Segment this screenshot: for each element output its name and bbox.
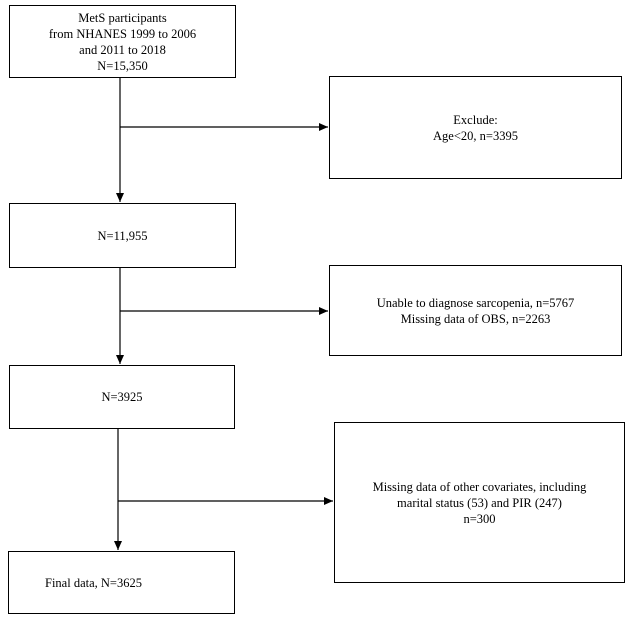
step3-line-1: N=3925 xyxy=(101,390,143,404)
exclude3-line-2: marital status (53) and PIR (247) xyxy=(397,495,562,510)
exclude3-line-3: n=300 xyxy=(463,511,496,526)
box-final: Final data, N=3625 xyxy=(8,551,235,614)
exclude1-line-2: Age<20, n=3395 xyxy=(433,128,518,143)
box-exclude-covariates: Missing data of other covariates, includ… xyxy=(334,422,625,583)
start-line-1: MetS participants xyxy=(78,10,167,25)
start-line-2: from NHANES 1999 to 2006 xyxy=(48,26,197,41)
final-line-1: Final data, N=3625 xyxy=(45,575,142,590)
exclude2-line-2: Missing data of OBS, n=2263 xyxy=(400,311,551,326)
box-step2: N=11,955 xyxy=(9,203,236,268)
box-exclude-age: Exclude: Age<20, n=3395 xyxy=(329,76,622,179)
exclude2-line-1: Unable to diagnose sarcopenia, n=5767 xyxy=(376,295,575,310)
exclude1-line-1: Exclude: xyxy=(453,112,498,127)
start-line-3: and 2011 to 2018 xyxy=(79,42,166,57)
start-line-4: N=15,350 xyxy=(97,58,148,73)
box-start: MetS participants from NHANES 1999 to 20… xyxy=(9,5,236,78)
step2-line-1: N=11,955 xyxy=(97,228,148,243)
box-exclude-sarcopenia: Unable to diagnose sarcopenia, n=5767 Mi… xyxy=(329,265,622,356)
box-step3: N=3925 xyxy=(9,365,235,429)
exclude3-line-1: Missing data of other covariates, includ… xyxy=(372,479,587,494)
